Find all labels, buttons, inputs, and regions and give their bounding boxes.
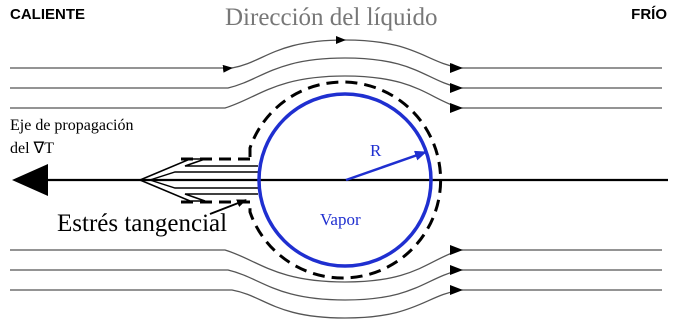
tangential-stress-label: Estrés tangencial	[57, 210, 228, 237]
cold-label: FRÍO	[631, 6, 667, 23]
lower-streamlines	[10, 249, 662, 319]
streamline-bottom-1	[10, 249, 662, 283]
stress-pointer-arrow	[209, 199, 247, 215]
radius-label: R	[370, 141, 382, 160]
lower-arrowheads	[450, 245, 463, 295]
arrowhead	[450, 63, 463, 73]
arrowhead	[450, 245, 463, 255]
vapor-bubble	[257, 92, 433, 268]
axis-label-line1: Eje de propagación	[10, 117, 134, 134]
arrowhead	[450, 83, 463, 93]
streamline-top-1	[10, 36, 662, 73]
streamline-top-2	[10, 57, 662, 89]
arrowhead	[450, 285, 463, 295]
streamline-bottom-3	[10, 289, 662, 319]
arrowhead	[450, 103, 463, 113]
axis-label-line2: del ∇T	[10, 140, 55, 157]
axis-arrowhead	[12, 164, 48, 196]
upper-streamlines	[10, 36, 662, 109]
liquid-direction-label: Dirección del líquido	[225, 4, 438, 31]
hot-label: CALIENTE	[10, 6, 85, 23]
radius-arrow	[345, 150, 427, 182]
upper-arrowheads	[450, 63, 463, 113]
dashed-boundary	[248, 80, 443, 280]
streamline-bottom-2	[10, 269, 662, 301]
arrowhead	[450, 265, 463, 275]
streamline-top-3	[10, 75, 662, 109]
vapor-label: Vapor	[320, 210, 361, 229]
